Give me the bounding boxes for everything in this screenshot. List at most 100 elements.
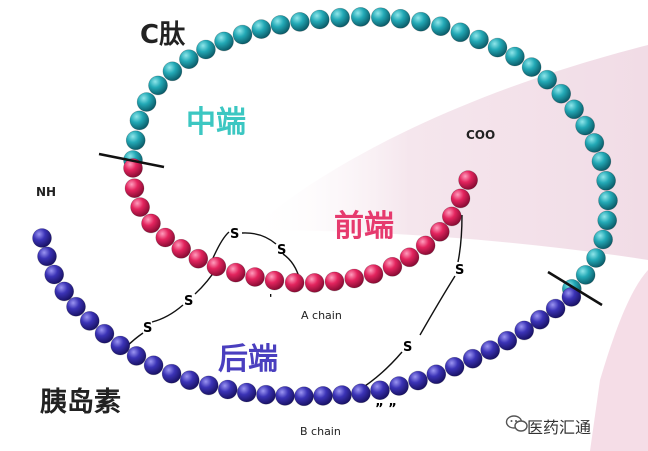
back-segment-label: 后端 [218,342,278,377]
disulfide-s-a1: S [230,227,239,242]
watermark-text: 医药汇通 [527,418,592,437]
front-segment-label: 前端 [334,209,394,244]
b-chain-bead [161,363,182,384]
b-chain-bead [44,264,65,285]
a-chain-bead [141,213,161,234]
b-chain-bead [143,355,164,376]
disulfide-s-ab1: S [184,294,193,309]
a-chain-bead [344,268,365,289]
c-peptide-bead [290,12,310,32]
b-chain-bead [110,335,131,356]
c-peptide-bead [251,19,272,39]
c-peptide-bead [586,248,606,268]
c-peptide-bead [591,151,612,172]
b-chain-bead [294,386,314,407]
c-peptide-bead [136,92,157,112]
a-chain-bead [450,188,471,209]
b-chain-bead [514,320,535,341]
disulfide-s-a2: S [277,243,286,258]
disulfide-s-ab4: S [403,340,412,355]
b-chain-bead [275,386,295,406]
c-peptide-bead [505,46,525,67]
background-sweep [250,45,648,260]
nh-terminus-label: NH [36,185,57,199]
c-peptide-bead [597,210,618,231]
c-peptide-bead [125,130,146,151]
coo-terminus-label: COO [466,128,496,142]
c-peptide-bead [196,39,216,60]
a-chain-label: A chain [301,309,342,322]
wechat-bubble-icon [505,415,528,432]
b-chain-bead [179,370,200,391]
a-chain-bead [264,270,285,291]
b-chain-bead [530,309,550,330]
b-chain-bead [198,375,219,396]
background-sweep-bottom [590,270,648,451]
b-chain-bead [217,379,238,400]
b-chain-bead [66,296,86,317]
disulfide-s-ab2: S [143,321,152,336]
c-peptide-bead [584,133,605,153]
a-chain-bead [415,235,436,256]
b-chain-bead [497,330,518,351]
a-chain-bead [155,227,176,248]
b-chain-mark: ” ” [375,402,397,417]
a-chain-bead [458,170,478,190]
cleavage-marker-left [98,152,165,169]
b-chain-label: B chain [300,425,341,438]
a-chain-bead [124,178,145,198]
a-chain-bead [399,247,420,268]
c-peptide-bead [593,229,613,250]
b-chain [32,228,582,407]
b-chain-bead [389,376,409,396]
c-peptide-bead [179,49,199,70]
a-chain-bead [363,264,384,284]
c-peptide-bead [148,75,168,96]
c-peptide-bead [411,11,431,32]
c-peptide-bead [469,29,489,50]
a-chain-bead [188,248,209,269]
a-chain [123,158,478,293]
c-peptide-bead [487,37,508,58]
a-chain-bead [429,222,450,242]
b-chain-bead [351,383,371,404]
c-peptide-bead [232,24,253,45]
c-peptide-bead [270,15,291,35]
c-peptide-bead [521,57,542,77]
a-chain-bead [130,197,150,217]
c-peptide-bead [309,9,330,30]
a-chain-bead [324,271,345,292]
a-chain-bead [441,206,462,227]
middle-segment-label: 中端 [186,105,246,140]
b-chain-bead [408,370,428,391]
c-peptide-bead [390,8,411,29]
a-chain-bead [284,272,305,293]
c-peptide-bead [575,115,595,136]
b-chain-bead [426,364,447,385]
c-peptide-label: C肽 [140,20,186,50]
c-peptide-bead [596,171,616,191]
a-chain-mark: ' [269,292,272,305]
b-chain-bead [370,380,390,401]
b-chain-bead [313,386,333,406]
b-chain-bead [32,228,52,248]
c-peptide-bead [551,83,572,104]
a-chain-bead [123,158,143,178]
b-chain-bead [256,384,276,405]
a-chain-bead [171,239,191,259]
c-peptide-bead [430,16,451,37]
c-peptide-bead [564,99,584,120]
b-chain-bead [54,281,74,302]
a-chain-bead [304,273,325,293]
b-chain-bead [444,356,465,377]
insulin-label: 胰岛素 [40,387,121,418]
c-peptide-bead [450,22,471,43]
b-chain-bead [94,323,115,344]
c-peptide-bead [330,7,350,28]
c-peptide-bead [350,7,371,27]
a-chain-bead [245,267,265,287]
disulfide-s-ab3: S [455,263,464,278]
c-peptide-bead [370,7,391,28]
c-peptide-bead [129,110,150,131]
